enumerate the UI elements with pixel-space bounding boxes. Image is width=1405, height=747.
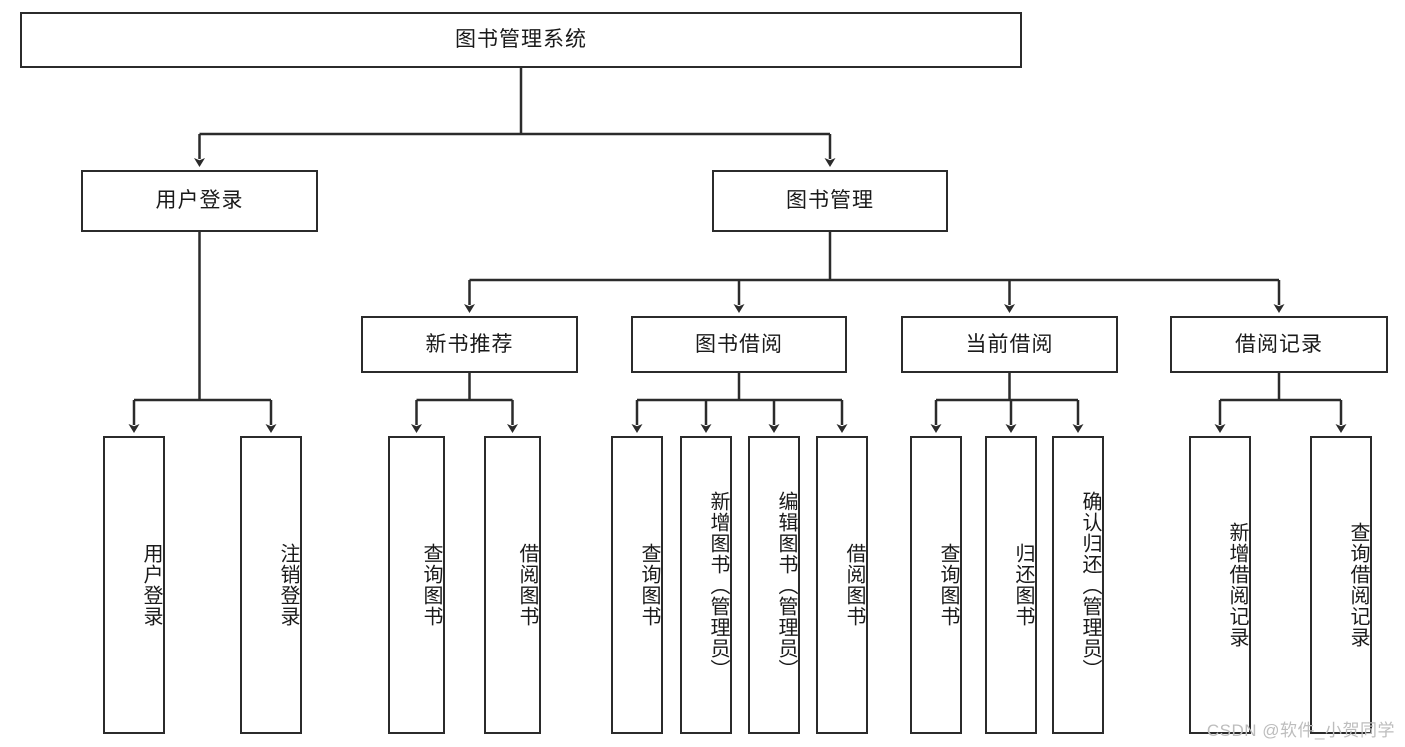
node-leaf9[interactable]: 查询图书: [910, 436, 962, 734]
node-label: 确认归还（管理员）: [1079, 490, 1101, 680]
node-current[interactable]: 当前借阅: [901, 316, 1118, 373]
node-label: 图书管理系统: [455, 28, 587, 52]
node-leaf1[interactable]: 用户登录: [103, 436, 165, 734]
node-leaf11[interactable]: 确认归还（管理员）: [1052, 436, 1104, 734]
node-leaf8[interactable]: 借阅图书: [816, 436, 868, 734]
node-label: 当前借阅: [965, 332, 1054, 356]
node-label: 图书借阅: [695, 332, 783, 356]
node-leaf4[interactable]: 借阅图书: [484, 436, 541, 734]
node-label: 归还图书: [1012, 543, 1034, 627]
node-leaf10[interactable]: 归还图书: [985, 436, 1037, 734]
node-label: 查询图书: [420, 543, 442, 627]
watermark: CSDN @软件_小贺同学: [1206, 721, 1395, 740]
node-label: 借阅图书: [516, 543, 538, 627]
node-login[interactable]: 用户登录: [81, 170, 318, 232]
node-leaf13[interactable]: 查询借阅记录: [1310, 436, 1372, 734]
node-leaf7[interactable]: 编辑图书（管理员）: [748, 436, 800, 734]
node-label: 编辑图书（管理员）: [775, 490, 797, 680]
node-label: 新书推荐: [425, 332, 514, 356]
node-label: 查询借阅记录: [1347, 522, 1369, 648]
node-label: 新增图书（管理员）: [707, 490, 729, 680]
node-label: 注销登录: [277, 543, 299, 627]
node-label: 用户登录: [155, 189, 244, 213]
node-label: 图书管理: [786, 189, 874, 213]
node-borrow[interactable]: 图书借阅: [631, 316, 847, 373]
node-leaf2[interactable]: 注销登录: [240, 436, 302, 734]
node-label: 借阅图书: [843, 543, 865, 627]
node-records[interactable]: 借阅记录: [1170, 316, 1388, 373]
node-leaf6[interactable]: 新增图书（管理员）: [680, 436, 732, 734]
node-leaf12[interactable]: 新增借阅记录: [1189, 436, 1251, 734]
node-leaf3[interactable]: 查询图书: [388, 436, 445, 734]
node-label: 借阅记录: [1235, 332, 1323, 356]
node-label: 用户登录: [140, 543, 162, 627]
node-root[interactable]: 图书管理系统: [20, 12, 1022, 68]
node-newbook[interactable]: 新书推荐: [361, 316, 578, 373]
node-label: 新增借阅记录: [1226, 522, 1248, 648]
node-leaf5[interactable]: 查询图书: [611, 436, 663, 734]
node-bookmgmt[interactable]: 图书管理: [712, 170, 948, 232]
node-label: 查询图书: [937, 543, 959, 627]
node-label: 查询图书: [638, 543, 660, 627]
